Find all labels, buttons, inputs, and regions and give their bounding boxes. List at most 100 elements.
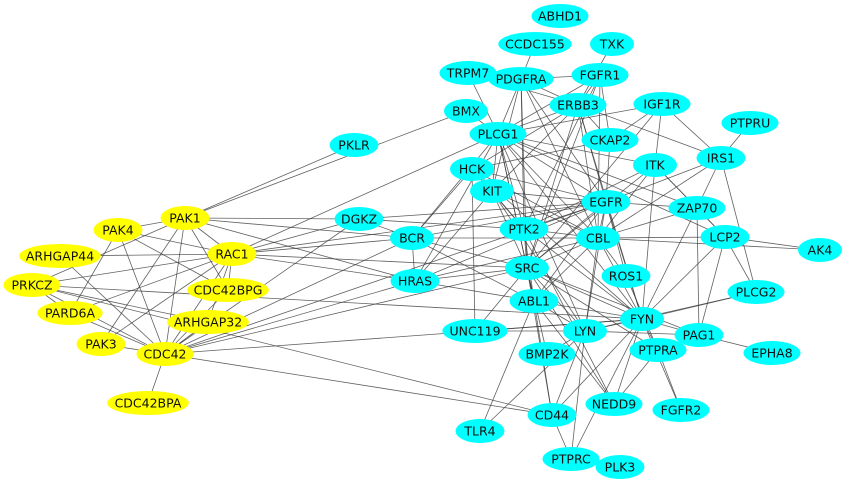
edge-cbl-irs1 <box>597 157 722 239</box>
edge-rac1-plcg1 <box>231 133 499 255</box>
node-cdc42bpg[interactable]: CDC42BPG <box>187 278 269 302</box>
node-label: PLK3 <box>605 460 636 475</box>
node-label: DGKZ <box>341 212 377 227</box>
node-zap70[interactable]: ZAP70 <box>668 196 726 220</box>
node-ptpra[interactable]: PTPRA <box>629 338 687 362</box>
edge-src-erbb3 <box>526 104 579 269</box>
node-shape <box>390 269 440 293</box>
node-egfr[interactable]: EGFR <box>581 190 631 214</box>
node-bcr[interactable]: BCR <box>390 226 434 250</box>
node-ptpru[interactable]: PTPRU <box>721 111 779 135</box>
node-itk[interactable]: ITK <box>633 153 677 177</box>
node-epha8[interactable]: EPHA8 <box>743 341 801 365</box>
edge-rac1-cdc42 <box>164 253 233 355</box>
node-pard6a[interactable]: PARD6A <box>37 301 103 325</box>
node-label: CBL <box>586 231 610 246</box>
node-lcp2[interactable]: LCP2 <box>700 225 750 249</box>
edge-lcp2-pag1 <box>698 236 726 336</box>
node-pak1[interactable]: PAK1 <box>160 206 210 230</box>
node-ak4[interactable]: AK4 <box>798 238 842 262</box>
edge-pak1-bcr <box>184 217 413 239</box>
node-abhd1[interactable]: ABHD1 <box>531 4 589 28</box>
node-label: EGFR <box>589 195 623 210</box>
node-shape <box>390 226 434 250</box>
node-tlr4[interactable]: TLR4 <box>455 419 505 443</box>
node-label: UNC119 <box>449 324 500 339</box>
edge-pak1-pklr <box>184 144 355 219</box>
node-ptk2[interactable]: PTK2 <box>499 217 549 241</box>
node-plcg2[interactable]: PLCG2 <box>727 280 785 304</box>
node-pklr[interactable]: PKLR <box>329 133 379 157</box>
node-label: HCK <box>459 162 486 177</box>
node-shape <box>3 273 61 297</box>
edge-cdc42-pak4 <box>117 229 166 355</box>
node-label: PTPRC <box>551 452 591 467</box>
node-plcg1[interactable]: PLCG1 <box>469 122 527 146</box>
node-plk3[interactable]: PLK3 <box>595 455 645 479</box>
node-shape <box>595 455 645 479</box>
edge-pak1-prkcz <box>31 217 186 286</box>
edge-rac1-bcr <box>231 237 413 255</box>
node-cbl[interactable]: CBL <box>576 226 620 250</box>
node-hras[interactable]: HRAS <box>390 269 440 293</box>
node-pdgfra[interactable]: PDGFRA <box>488 67 554 91</box>
node-irs1[interactable]: IRS1 <box>696 146 746 170</box>
node-igf1r[interactable]: IGF1R <box>633 92 691 116</box>
node-shape <box>187 278 269 302</box>
edge-pak1-cdc42 <box>164 217 186 355</box>
node-shape <box>439 61 497 85</box>
node-fyn[interactable]: FYN <box>620 307 664 331</box>
node-shape <box>509 289 559 313</box>
node-erbb3[interactable]: ERBB3 <box>549 93 607 117</box>
node-trpm7[interactable]: TRPM7 <box>439 61 497 85</box>
edge-egfr-pdgfra <box>520 78 607 203</box>
edge-cdc42-prkcz <box>31 284 166 355</box>
node-pag1[interactable]: PAG1 <box>674 323 724 347</box>
node-ckap2[interactable]: CKAP2 <box>581 128 639 152</box>
node-lyn[interactable]: LYN <box>563 319 607 343</box>
node-ccdc155[interactable]: CCDC155 <box>498 32 572 56</box>
node-shape <box>629 338 687 362</box>
node-shape <box>167 310 249 334</box>
node-kit[interactable]: KIT <box>470 179 514 203</box>
node-dgkz[interactable]: DGKZ <box>334 207 384 231</box>
node-cdc42[interactable]: CDC42 <box>136 342 194 366</box>
edge-plcg1-egfr <box>497 133 607 203</box>
node-fgfr2[interactable]: FGFR2 <box>652 398 710 422</box>
node-pak4[interactable]: PAK4 <box>93 218 143 242</box>
node-label: BCR <box>399 231 425 246</box>
node-rac1[interactable]: RAC1 <box>207 242 257 266</box>
node-ptprc[interactable]: PTPRC <box>542 447 600 471</box>
node-unc119[interactable]: UNC119 <box>442 319 508 343</box>
node-label: PARD6A <box>45 306 96 321</box>
node-abl1[interactable]: ABL1 <box>509 289 559 313</box>
node-src[interactable]: SRC <box>505 256 549 280</box>
node-fgfr1[interactable]: FGFR1 <box>571 63 629 87</box>
node-bmp2k[interactable]: BMP2K <box>518 342 576 366</box>
node-shape <box>76 332 126 356</box>
node-shape <box>581 128 639 152</box>
node-shape <box>505 256 549 280</box>
edge-dgkz-ptk2 <box>358 218 525 230</box>
node-shape <box>700 225 750 249</box>
node-bmx[interactable]: BMX <box>444 99 488 123</box>
node-label: CDC42BPG <box>194 283 263 298</box>
edge-src-igf1r <box>526 103 663 269</box>
node-ros1[interactable]: ROS1 <box>601 264 651 288</box>
node-pak3[interactable]: PAK3 <box>76 332 126 356</box>
node-txk[interactable]: TXK <box>590 32 634 56</box>
node-hck[interactable]: HCK <box>450 157 494 181</box>
node-prkcz[interactable]: PRKCZ <box>3 273 61 297</box>
node-arhgap32[interactable]: ARHGAP32 <box>167 310 249 334</box>
node-label: ZAP70 <box>677 201 718 216</box>
node-shape <box>37 301 103 325</box>
node-nedd9[interactable]: NEDD9 <box>585 392 643 416</box>
node-cd44[interactable]: CD44 <box>527 403 577 427</box>
node-shape <box>652 398 710 422</box>
edge-irs1-plcg2 <box>720 157 757 293</box>
node-arhgap44[interactable]: ARHGAP44 <box>19 244 101 268</box>
node-label: PKLR <box>338 138 370 153</box>
node-label: LCP2 <box>709 230 740 245</box>
node-cdc42bpa[interactable]: CDC42BPA <box>107 391 189 415</box>
